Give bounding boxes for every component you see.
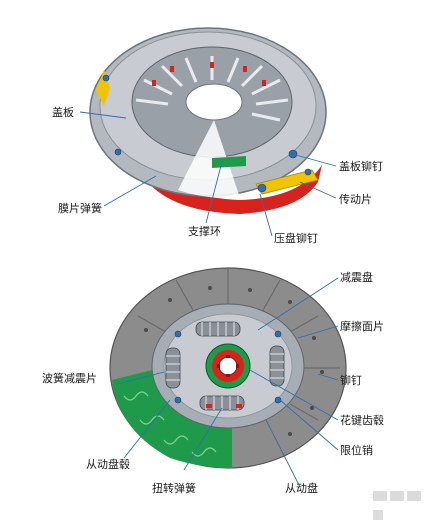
label-drive-strap: 传动片 [339, 193, 372, 206]
stop-pins [174, 330, 282, 404]
bottom-leaders [117, 277, 339, 488]
label-support-ring: 支撑环 [188, 225, 221, 238]
label-cover-rivet: 盖板铆钉 [339, 160, 383, 173]
facing-grooves [137, 268, 340, 421]
label-rivet: 铆钉 [340, 374, 362, 387]
pressure-plate-red [146, 165, 322, 214]
label-diaphragm-spring: 膜片弹簧 [58, 202, 102, 215]
label-torsion-spring: 扭转弹簧 [152, 482, 196, 495]
top-leaders [79, 111, 337, 237]
pressure-plate-assembly [89, 27, 327, 214]
torsion-springs [165, 321, 285, 411]
diaphragm-finger-red-marks [152, 62, 266, 86]
rivets-blue [102, 74, 312, 193]
center-opening [185, 83, 243, 121]
cutaway-section [178, 120, 240, 199]
label-friction-facing: 摩擦面片 [340, 320, 384, 333]
wave-spring-green [112, 368, 232, 468]
label-cover: 盖板 [52, 106, 74, 119]
support-ring-green [212, 156, 246, 168]
clutch-diagram: 盖板 膜片弹簧 支撑环 压盘铆钉 传动片 盖板铆钉 减震盘 摩擦面片 铆钉 花键… [42, 27, 435, 520]
facing-rivets [144, 286, 324, 436]
driven-disc-assembly [109, 267, 347, 469]
label-driven-plate: 从动盘 [285, 482, 318, 495]
label-damper-disc: 减震盘 [340, 271, 373, 284]
label-driven-hub: 从动盘毂 [86, 458, 130, 471]
watermark-blur [373, 486, 435, 520]
diagram-artwork [79, 27, 347, 488]
label-stop-pin: 限位销 [340, 444, 373, 457]
label-pressure-plate-rivet: 压盘铆钉 [274, 232, 318, 245]
label-wave-spring: 波簧减震片 [42, 372, 97, 385]
label-spline-hub: 花键齿毂 [340, 414, 384, 427]
